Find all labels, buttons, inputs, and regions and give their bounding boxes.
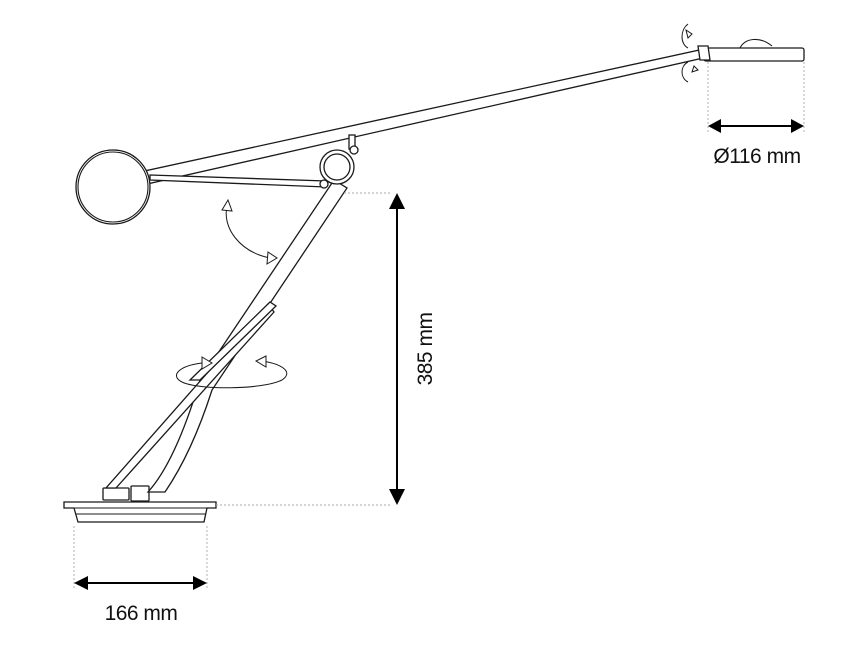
height-dimension: 385 mm bbox=[389, 193, 437, 505]
lamp-stand bbox=[104, 179, 348, 493]
pivot-joint bbox=[319, 149, 355, 185]
head-diameter-dimension: Ø116 mm bbox=[708, 119, 804, 168]
lamp-base bbox=[63, 485, 217, 523]
height-label: 385 mm bbox=[414, 313, 437, 386]
guide-lines bbox=[73, 62, 805, 590]
base-diameter-dimension: 166 mm bbox=[74, 576, 207, 625]
head-diameter-label: Ø116 mm bbox=[713, 145, 800, 168]
lamp-arm bbox=[110, 48, 714, 190]
counterweight-disc bbox=[75, 149, 151, 225]
head-rotation-icon bbox=[681, 23, 699, 83]
stand-rotation-icon bbox=[176, 355, 288, 389]
base-diameter-label: 166 mm bbox=[105, 602, 178, 625]
arm-tilt-icon bbox=[221, 198, 278, 265]
lamp-head bbox=[697, 38, 805, 62]
